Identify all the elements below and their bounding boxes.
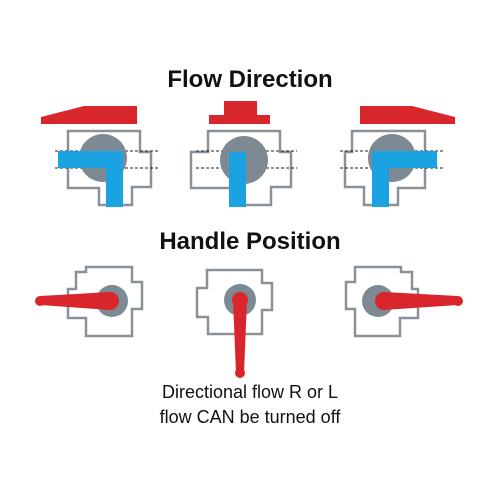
valve-flow-left-down [41,106,160,207]
handle-icon [41,106,137,124]
handle-pivot-icon [232,292,248,308]
handle-icon [379,292,458,310]
flow-direction-title: Flow Direction [167,66,333,93]
handle-icon [360,106,455,124]
caption: Directional flow R or L flow CAN be turn… [0,380,500,430]
handle-icon [209,101,270,124]
handle-pivot-icon [375,292,393,310]
handle-knob-icon [235,368,245,378]
valve-flow-down [189,101,297,207]
handle-knob-icon [453,296,463,306]
valve-handle-left [35,265,144,338]
flow-path-icon [372,151,437,207]
handle-knob-icon [35,296,45,306]
valve-handle-down [195,268,274,378]
handle-icon [233,295,247,373]
caption-line-2: flow CAN be turned off [159,407,341,427]
flow-path-icon [229,152,246,207]
valve-flow-right-down [340,106,455,207]
valve-handle-right [344,265,463,338]
handle-position-title: Handle Position [159,228,341,255]
handle-pivot-icon [101,292,119,310]
flow-path-icon [58,151,123,207]
caption-line-1: Directional flow R or L [161,382,339,402]
handle-icon [40,292,115,310]
